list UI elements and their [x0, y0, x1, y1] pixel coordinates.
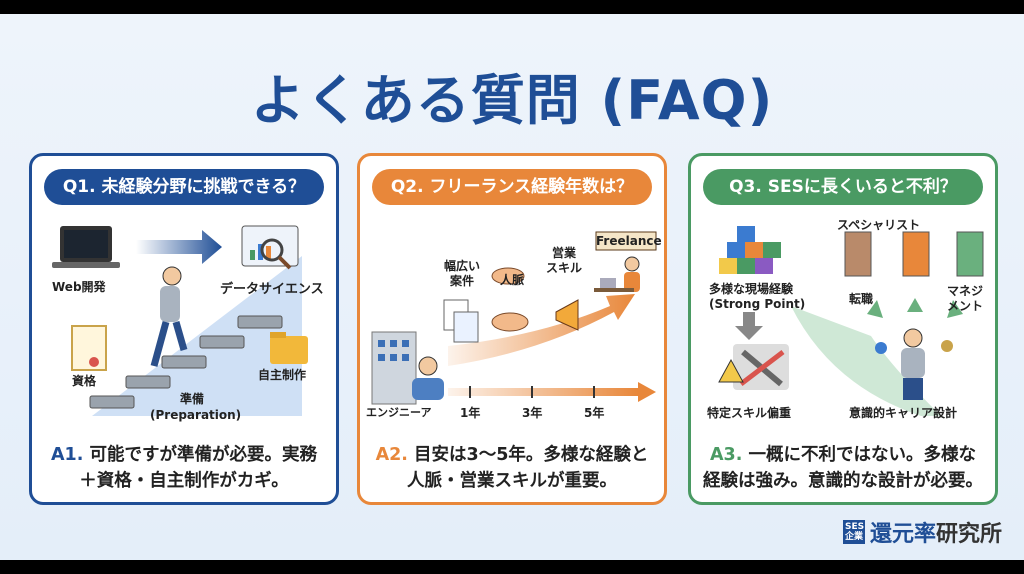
- career-steps-illustration: [52, 225, 308, 416]
- faq-card-q2: Q2. フリーランス経験年数は？ Freelance 幅広い 案件 人脈 営業 …: [357, 153, 667, 505]
- warning-icon: [718, 358, 744, 383]
- label-freelance: Freelance: [596, 234, 662, 248]
- arrow-down-icon: [735, 312, 763, 340]
- page-title: よくある質問 (FAQ): [250, 69, 774, 132]
- answer-line-2: ＋資格・自主制作がカギ。: [79, 471, 289, 492]
- label-management: マネジ メント: [947, 284, 984, 313]
- label-data-science: データサイエンス: [220, 282, 324, 297]
- person-climbing-icon: [150, 266, 188, 367]
- answer-text: A1. 可能ですが準備が必要。実務 ＋資格・自主制作がカギ。: [40, 442, 328, 495]
- timeline-arrow-icon: [638, 382, 656, 402]
- label-year-5: 5年: [584, 406, 605, 420]
- answer-prefix: A3.: [710, 445, 743, 465]
- folder-icon: [270, 332, 308, 364]
- label-prep-en: (Preparation): [150, 408, 242, 422]
- documents-icon: [443, 299, 479, 343]
- path-arrows-icon: [867, 298, 963, 318]
- logo-text: 還元率研究所: [869, 522, 1002, 547]
- question-pill: Q2. フリーランス経験年数は？: [372, 169, 652, 205]
- label-strong-point: (Strong Point): [709, 297, 806, 311]
- answer-prefix: A2.: [375, 445, 408, 465]
- label-year-3: 3年: [522, 406, 543, 420]
- megaphone-icon: [555, 299, 579, 331]
- answer-line-1: 一概に不利ではない。多様な: [748, 445, 976, 465]
- freelance-timeline-illustration: [371, 231, 657, 405]
- answer-text: A2. 目安は3〜5年。多様な経験と人脈・営業スキルが重要。: [368, 442, 656, 495]
- label-specialist: スペシャリスト: [837, 218, 921, 232]
- answer-line-1: 可能ですが準備が必要。実務: [89, 445, 317, 465]
- label-experience: 多様な現場経験: [709, 282, 794, 296]
- freelance-sign-icon: [595, 231, 657, 251]
- engineer-icon: [412, 356, 444, 400]
- answer-prefix: A1.: [51, 445, 84, 465]
- label-wide-projects: 幅広い 案件: [444, 259, 481, 288]
- answer-line-2: 人脈・営業スキルが重要。: [407, 471, 617, 492]
- label-skill-bias: 特定スキル偏重: [707, 406, 792, 420]
- slide: よくある質問 (FAQ) Q1. 未経験分野に挑戦できる？ Web開発 データサ…: [0, 14, 1024, 560]
- question-pill: Q1. 未経験分野に挑戦できる？: [44, 169, 324, 205]
- analytics-magnifier-icon: [241, 225, 299, 270]
- steps-icon: [89, 315, 283, 409]
- blocks-icon: [719, 226, 781, 274]
- label-network: 人脈: [500, 273, 525, 287]
- answer-line-2: 経験は強み。意識的な設計が必要。: [703, 471, 983, 492]
- answer-line-1: 目安は3〜5年。多様な経験と: [414, 445, 649, 465]
- answer-text: A3. 一概に不利ではない。多様な経験は強み。意識的な設計が必要。: [699, 442, 987, 495]
- freelancer-at-desk-icon: [594, 256, 640, 292]
- handshake-icon: [491, 267, 529, 332]
- arrow-right-icon: [136, 230, 222, 264]
- growth-arrow-icon: [448, 294, 635, 366]
- label-portfolio: 自主制作: [258, 368, 307, 382]
- broken-wrench-icon: [733, 344, 789, 390]
- label-year-1: 1年: [460, 406, 481, 420]
- career-paths-illustration: [718, 226, 984, 416]
- door-icons: [844, 231, 984, 277]
- label-career-design: 意識的キャリア設計: [849, 406, 958, 420]
- question-pill: Q3. SESに長くいると不利？: [703, 169, 983, 205]
- laptop-icon: [52, 226, 120, 268]
- label-engineer: エンジニーア: [366, 406, 432, 419]
- timeline-bar: [448, 388, 638, 396]
- label-sales-skill: 営業 スキル: [546, 246, 583, 275]
- faq-card-q3: Q3. SESに長くいると不利？ スペシャリスト 多様な現場経験 (Strong…: [688, 153, 998, 505]
- faq-card-q1: Q1. 未経験分野に挑戦できる？ Web開発 データサイエンス 資格 自主制作 …: [29, 153, 339, 505]
- person-choosing-icon: [875, 328, 953, 400]
- certificate-icon: [71, 325, 107, 371]
- label-certification: 資格: [72, 374, 97, 388]
- label-web-dev: Web開発: [52, 280, 106, 294]
- label-prep: 準備: [180, 392, 205, 406]
- office-building-icon: [371, 331, 417, 405]
- label-job-change: 転職: [849, 292, 874, 306]
